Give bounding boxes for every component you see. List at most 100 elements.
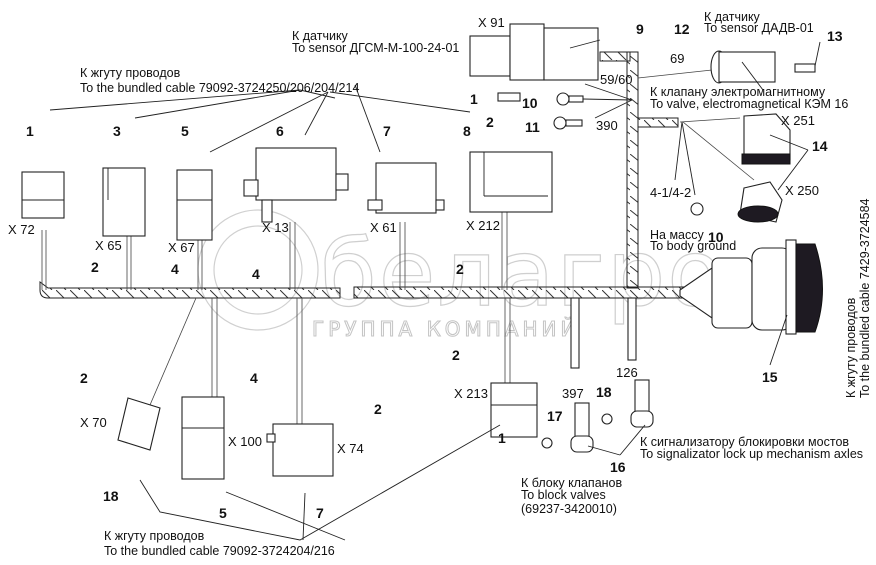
wire-x251 — [679, 117, 741, 123]
callout-4-a: 4 — [171, 261, 179, 277]
connector-x251-body[interactable] — [743, 113, 791, 161]
connector-15-round[interactable] — [679, 239, 823, 335]
connector-x212-body[interactable] — [469, 151, 553, 213]
connector-x67-body[interactable] — [176, 169, 213, 241]
elbow-connector-397[interactable] — [541, 402, 594, 453]
wire-number-397: 397 — [562, 386, 584, 401]
connector-x61[interactable]: X 61 — [367, 162, 445, 235]
annotations: К жгуту проводов To the bundled cable 79… — [80, 10, 872, 558]
callout-2-x74: 2 — [374, 401, 382, 417]
leader-top-cable-3 — [134, 89, 301, 119]
callout-18-right: 18 — [596, 384, 612, 400]
connector-x74-body[interactable] — [272, 423, 334, 477]
callout-15: 15 — [762, 369, 778, 385]
connector-x72-body[interactable] — [21, 171, 65, 219]
harness-branch-to-sensor — [599, 51, 631, 62]
leader-lines — [49, 39, 821, 541]
terminal-2-top — [497, 92, 521, 102]
connector-x61-label: X 61 — [370, 220, 397, 235]
connector-x13-body[interactable] — [255, 147, 337, 201]
watermark-subtitle: ГРУППА КОМПАНИЙ — [312, 317, 579, 341]
connector-x13[interactable]: X 13 — [243, 147, 349, 235]
sensor-dadv-connector[interactable] — [637, 50, 816, 84]
sensor-dadv-body[interactable] — [718, 51, 776, 83]
note-sensor-dadv-en: To sensor ДАДВ-01 — [704, 21, 814, 35]
wire-number-69: 69 — [670, 51, 684, 66]
elbow-connector-126[interactable] — [601, 379, 654, 428]
leader-14b — [777, 149, 809, 191]
connector-x13-tab — [335, 173, 349, 191]
note-top-cable-en: To the bundled cable 79092-3724250/206/2… — [80, 81, 359, 95]
connector-x100-body[interactable] — [181, 396, 225, 480]
connector-x74-latch — [266, 433, 276, 443]
callout-12: 12 — [674, 21, 690, 37]
ring-terminal-10-crimp — [568, 95, 584, 103]
note-signalizer-ru: К сигнализатору блокировки мостов — [640, 435, 849, 449]
connector-x213-body[interactable] — [490, 382, 538, 438]
ground-wire-b — [681, 121, 696, 196]
leader-bottom-cable-7 — [302, 492, 306, 541]
connector-x61-tab — [435, 199, 445, 211]
connector-x212[interactable]: X 212 — [466, 151, 553, 233]
connector-x13-foot — [261, 199, 273, 223]
harness-drop-397 — [570, 297, 580, 369]
connector-x213-label: X 213 — [454, 386, 488, 401]
elbow-397-head[interactable] — [570, 435, 594, 453]
connector-x250[interactable]: X 250 — [682, 121, 819, 223]
ring-terminal-11 — [553, 116, 567, 130]
connector-x251-label: X 251 — [781, 113, 815, 128]
callout-1-sensor: 1 — [470, 91, 478, 107]
connector-x213[interactable]: X 213 — [454, 382, 538, 438]
connector-x70-body[interactable] — [117, 397, 161, 451]
ring-terminal-11-crimp — [565, 119, 583, 127]
connector-x212-label: X 212 — [466, 218, 500, 233]
callout-17: 17 — [547, 408, 563, 424]
connector-x251-cap — [741, 153, 791, 165]
leader-16b — [619, 424, 646, 456]
connector-x91-plug[interactable] — [469, 35, 511, 77]
watermark-logo-text: белагро — [320, 220, 726, 327]
connector-x65-body[interactable] — [102, 167, 146, 237]
connector-x65[interactable]: X 65 — [95, 167, 146, 253]
callout-2-x70: 2 — [80, 370, 88, 386]
leader-59-60 — [584, 83, 633, 101]
callout-5: 5 — [181, 123, 189, 139]
elbow-126-head[interactable] — [630, 410, 654, 428]
callout-9: 9 — [636, 21, 644, 37]
connector-x100-label: X 100 — [228, 434, 262, 449]
connector-x65-label: X 65 — [95, 238, 122, 253]
note-block-valves-en: To block valves — [521, 488, 606, 502]
leader-9 — [569, 39, 601, 49]
callout-1: 1 — [26, 123, 34, 139]
callout-6: 6 — [276, 123, 284, 139]
connector-x70[interactable]: X 70 — [80, 397, 161, 451]
connector-x67[interactable]: X 67 — [168, 169, 213, 255]
wire-numbers: 69 59/60 390 4-1/4-2 397 126 — [562, 51, 691, 401]
callout-1-x213: 1 — [498, 430, 506, 446]
callout-5-bottom: 5 — [219, 505, 227, 521]
leader-14a — [769, 134, 809, 151]
callout-2-sensor: 2 — [486, 114, 494, 130]
leader-top-cable-7 — [354, 84, 381, 153]
connector-x251[interactable]: X 251 — [679, 113, 815, 165]
watermark-logo-ring-inner — [213, 225, 303, 315]
connector-x72[interactable]: X 72 — [8, 171, 65, 237]
connector-x74[interactable]: X 74 — [266, 423, 364, 477]
connector-x91[interactable]: X 91 — [469, 15, 599, 81]
leader-12 — [741, 61, 764, 91]
connector-x100[interactable]: X 100 — [181, 396, 262, 480]
ring-terminal-18 — [601, 413, 613, 425]
note-sensor-dgsm-en: To sensor ДГСМ-М-100-24-01 — [292, 41, 459, 55]
connector-x61-latch — [367, 199, 383, 211]
leader-top-cable-6 — [209, 91, 329, 153]
callout-4-c: 4 — [250, 370, 258, 386]
ground-wire-a — [674, 121, 683, 181]
callout-13: 13 — [827, 28, 843, 44]
note-bottom-cable-en: To the bundled cable 79092-3724204/216 — [104, 544, 335, 558]
connector-x61-body[interactable] — [375, 162, 437, 214]
connector-x70-label: X 70 — [80, 415, 107, 430]
connector-x13-latch — [243, 179, 259, 197]
callout-14: 14 — [812, 138, 828, 154]
harness-drop-126 — [627, 297, 637, 361]
callout-18-left: 18 — [103, 488, 119, 504]
